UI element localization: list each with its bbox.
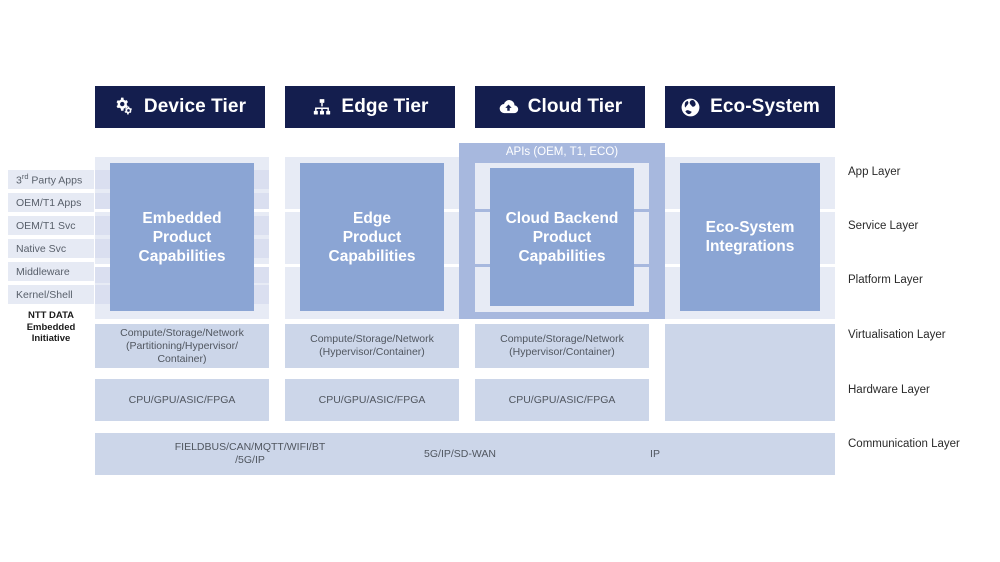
right-label-platform-layer: Platform Layer [848, 274, 923, 286]
communication-text-device: FIELDBUS/CAN/MQTT/WIFI/BT /5G/IP [174, 441, 326, 466]
left-label-text: 3rd Party Apps [16, 172, 83, 187]
tier-header-ecosystem[interactable]: Eco-System [665, 86, 835, 128]
tier-header-label: Device Tier [143, 96, 247, 117]
left-label-middleware: Middleware [8, 262, 94, 281]
left-label-kernel-shell: Kernel/Shell [8, 285, 94, 304]
cloud-upload-icon [498, 97, 519, 118]
communication-text-cloud: IP [650, 448, 660, 460]
tier-header-edge[interactable]: Edge Tier [285, 86, 455, 128]
edge-capability-box[interactable]: Edge Product Capabilities [300, 163, 444, 311]
device-capability-box[interactable]: Embedded Product Capabilities [110, 163, 254, 311]
communication-text-edge: 5G/IP/SD-WAN [424, 448, 496, 460]
right-label-hardware-layer: Hardware Layer [848, 384, 930, 396]
tier-header-label: Cloud Tier [527, 96, 623, 117]
left-label-3rd-party-apps: 3rd Party Apps [8, 170, 94, 189]
left-label-native-svc: Native Svc [8, 239, 94, 258]
cloud-hardware-box[interactable]: CPU/GPU/ASIC/FPGA [475, 379, 649, 421]
device-virtualisation-box[interactable]: Compute/Storage/Network (Partitioning/Hy… [95, 324, 269, 368]
left-label-oem-t1-svc: OEM/T1 Svc [8, 216, 94, 235]
globe-network-icon [680, 97, 701, 118]
tier-header-cloud[interactable]: Cloud Tier [475, 86, 645, 128]
device-hardware-box[interactable]: CPU/GPU/ASIC/FPGA [95, 379, 269, 421]
right-label-virtualisation-layer: Virtualisation Layer [848, 329, 946, 341]
communication-layer-band[interactable] [95, 433, 835, 475]
right-label-communication-layer: Communication Layer [848, 438, 960, 450]
right-label-service-layer: Service Layer [848, 220, 919, 232]
right-label-app-layer: App Layer [848, 166, 901, 178]
ecosystem-virtualisation-hardware-box[interactable] [665, 324, 835, 421]
tier-header-label: Edge Tier [341, 96, 429, 117]
ntt-data-embedded-initiative: NTT DATA Embedded Initiative [26, 310, 76, 344]
tier-header-device[interactable]: Device Tier [95, 86, 265, 128]
tier-header-label: Eco-System [710, 96, 820, 117]
edge-hardware-box[interactable]: CPU/GPU/ASIC/FPGA [285, 379, 459, 421]
edge-virtualisation-box[interactable]: Compute/Storage/Network (Hypervisor/Cont… [285, 324, 459, 368]
gears-icon [114, 97, 135, 118]
ecosystem-capability-box[interactable]: Eco-System Integrations [680, 163, 820, 311]
cloud-capability-box[interactable]: Cloud Backend Product Capabilities [490, 168, 634, 306]
sitemap-icon [311, 97, 332, 118]
left-label-oem-t1-apps: OEM/T1 Apps [8, 193, 94, 212]
cloud-virtualisation-box[interactable]: Compute/Storage/Network (Hypervisor/Cont… [475, 324, 649, 368]
